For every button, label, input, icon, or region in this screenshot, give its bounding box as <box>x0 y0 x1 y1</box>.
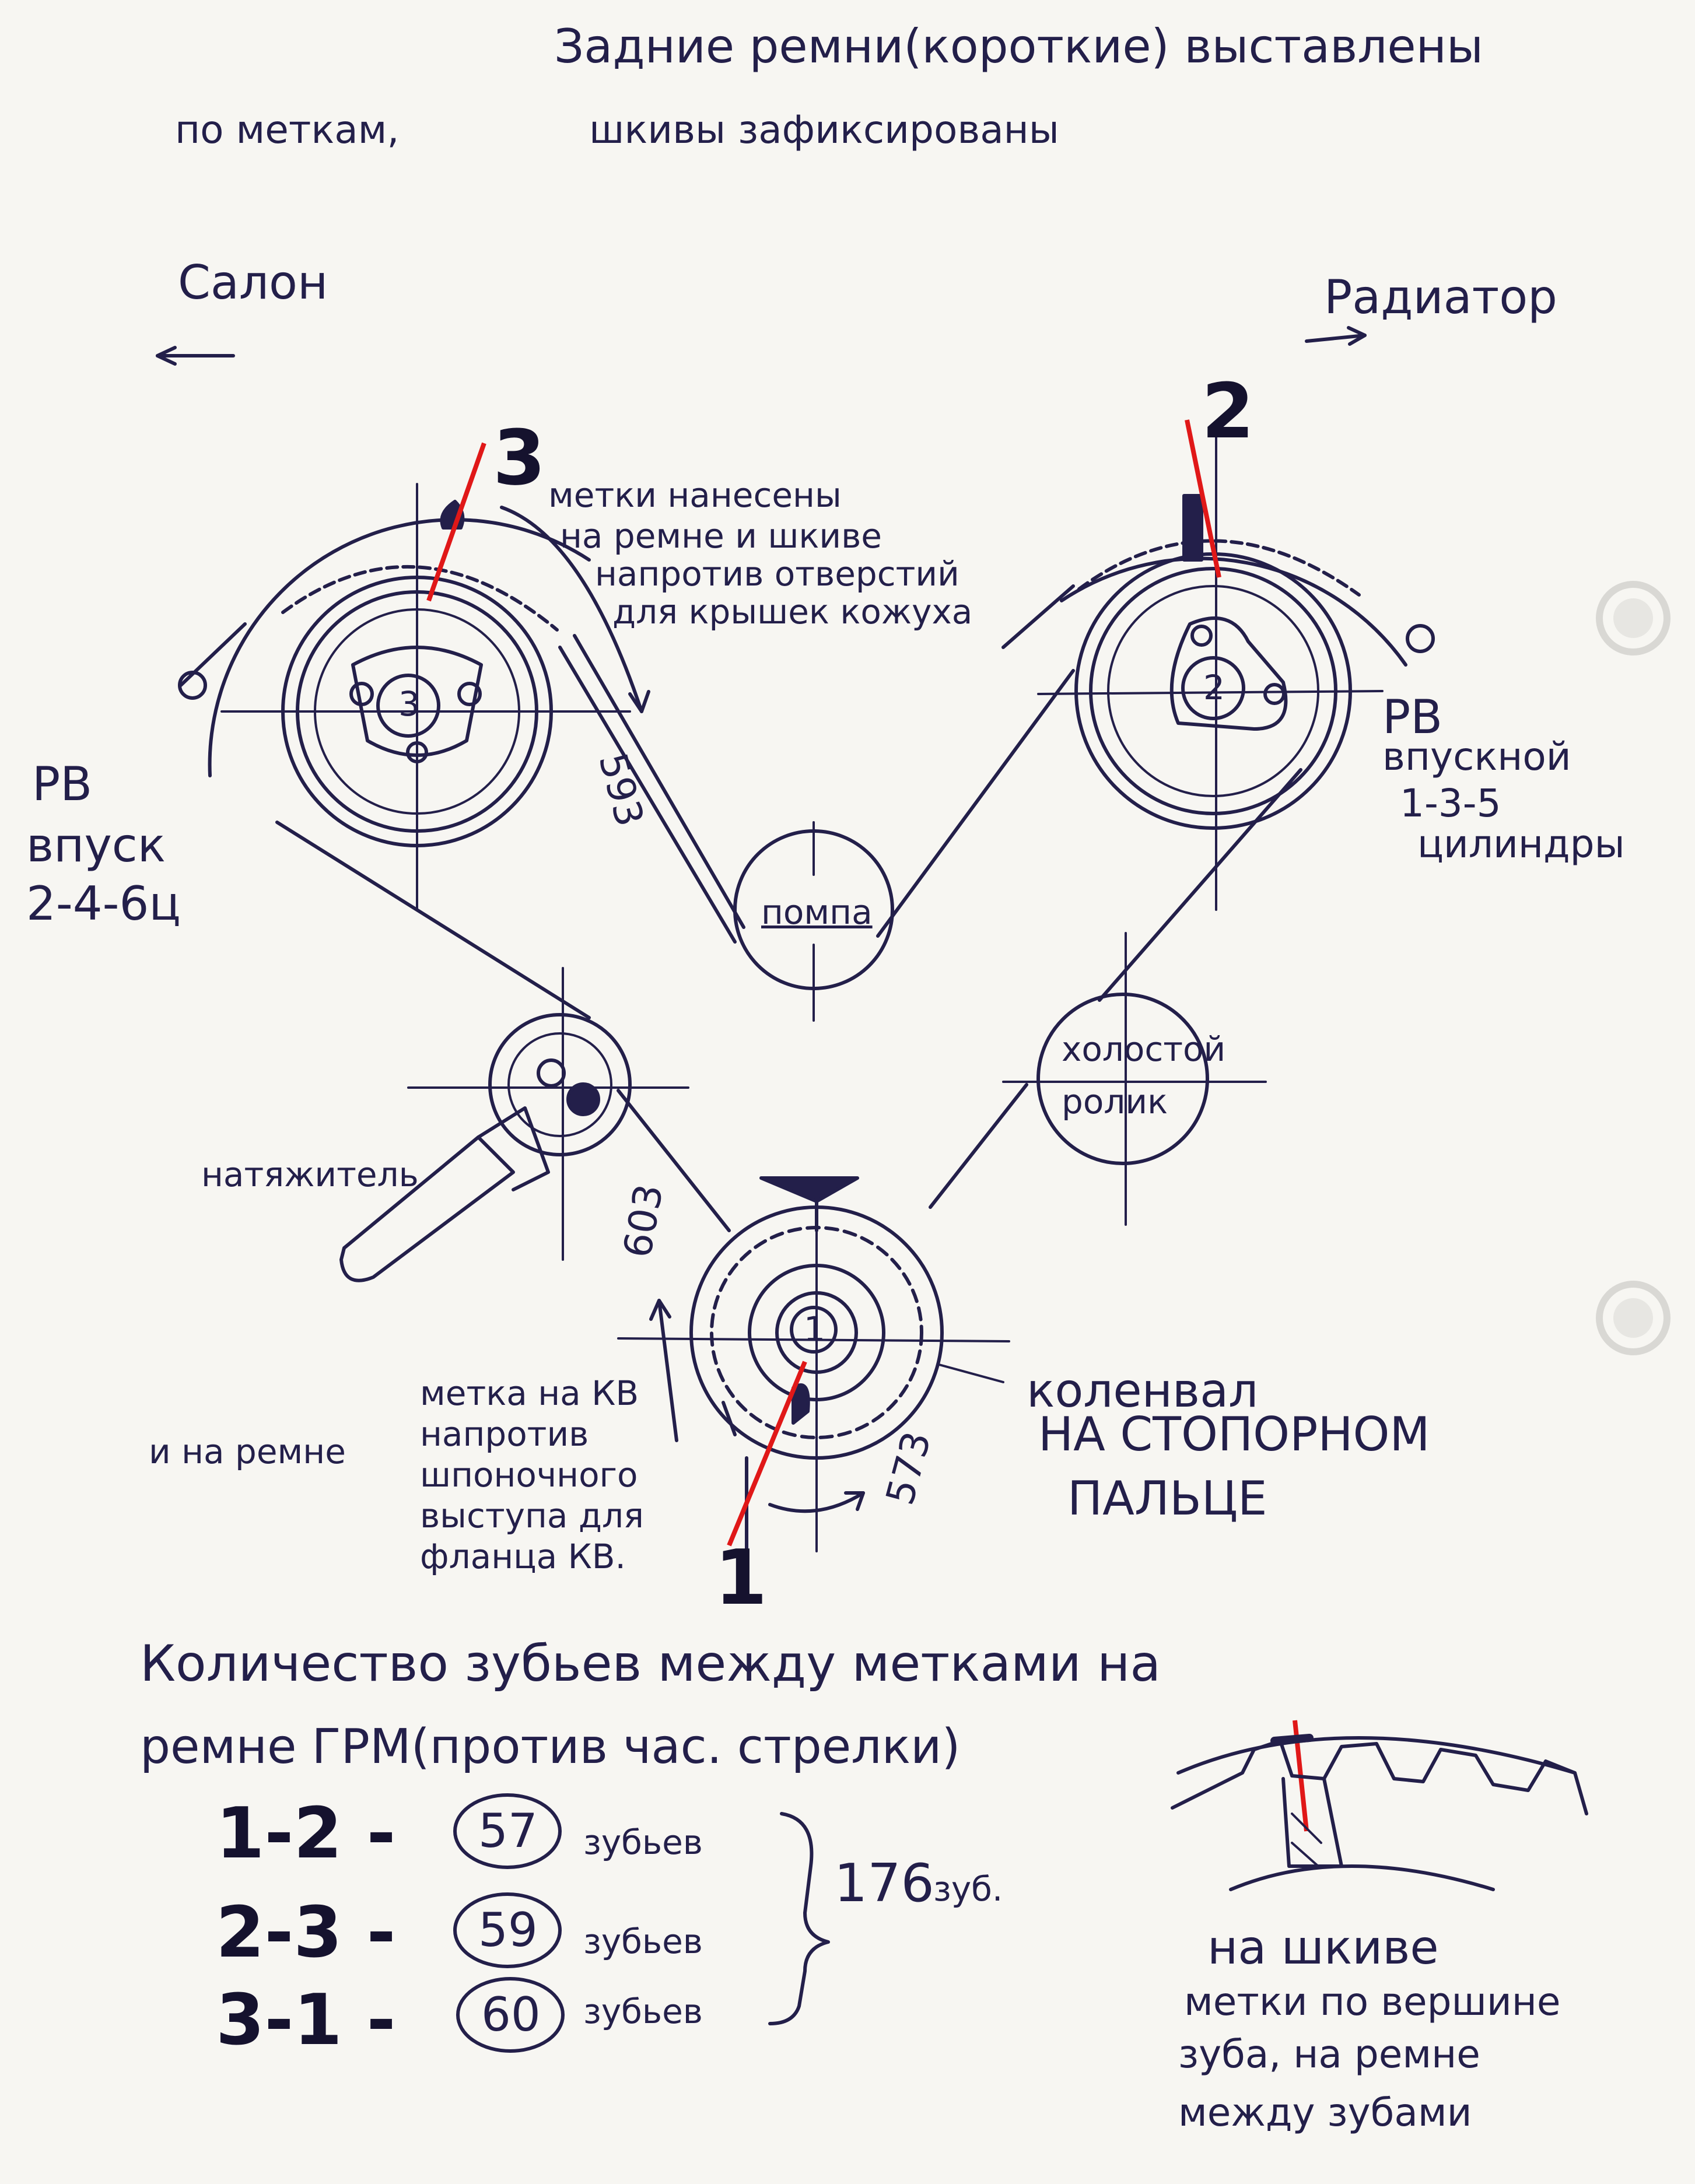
teeth-row-2-unit: зубьев <box>583 1922 703 1961</box>
crank-mark-note-1: метка на КВ <box>420 1373 639 1413</box>
tensioner-label: натяжитель <box>201 1155 419 1194</box>
cam-left-side-label-3: 2-4-6ц <box>26 877 181 931</box>
cam-right-side-label-4: цилиндры <box>1417 822 1625 867</box>
cover-arcs <box>178 518 1435 777</box>
count-circle-60 <box>456 1977 565 2053</box>
teeth-total: 176 <box>834 1853 934 1914</box>
red-mark-1 <box>727 1361 807 1547</box>
cam-left-center-label: 3 <box>398 684 420 724</box>
crank-mark-note-3: шпоночного <box>420 1455 638 1495</box>
pump-pulley <box>733 821 894 1022</box>
crank-pulley <box>617 1176 1010 1553</box>
arrow-573 <box>768 1491 865 1513</box>
red-mark-2 <box>1185 419 1221 578</box>
cam-left-side-label-2: впуск <box>26 818 166 872</box>
count-circle-59 <box>453 1892 562 1968</box>
arrow-593 <box>500 506 643 713</box>
direction-left-label: Салон <box>178 255 328 310</box>
header-line1: Задние ремни(короткие) выставлены <box>554 19 1484 73</box>
teeth-row-1-count: 57 <box>478 1804 538 1858</box>
header-line2-right: шкивы зафиксированы <box>589 107 1059 152</box>
direction-arrows <box>156 326 1367 366</box>
crank-note-1: НА СТОПОРНОМ <box>1038 1407 1430 1461</box>
cam-left-bolt <box>376 674 440 738</box>
teeth-brace <box>453 1793 830 2053</box>
crank-center-label: 1 <box>804 1309 825 1349</box>
mark-number-1: 1 <box>715 1533 768 1622</box>
idler-label-1: холостой <box>1062 1029 1226 1069</box>
cam-right-side-label-1: РВ <box>1382 690 1443 744</box>
binder-holes <box>1596 581 1671 1355</box>
timing-belt <box>275 584 1302 1436</box>
idler-pulley <box>1002 932 1267 1226</box>
cover-lug-right <box>1406 624 1435 653</box>
teeth-row-1-unit: зубьев <box>583 1822 703 1862</box>
tensioner-pulley <box>339 967 689 1282</box>
teeth-row-1-pair: 1-2 - <box>216 1793 396 1874</box>
teeth-heading-2: ремне ГРМ(против час. стрелки) <box>140 1719 961 1775</box>
idler-label-2: ролик <box>1062 1082 1168 1121</box>
teeth-row-3-pair: 3-1 - <box>216 1980 396 2061</box>
belt-marks-note-2: на ремне и шкиве <box>560 516 882 556</box>
detail-note-4: между зубами <box>1178 2090 1472 2135</box>
cam-right-center-label: 2 <box>1203 668 1225 707</box>
cam-left-hub-plate <box>351 646 483 757</box>
crank-key <box>792 1383 810 1425</box>
crank-mark-note-2: напротив <box>420 1414 589 1454</box>
teeth-heading-1: Количество зубьев между метками на <box>140 1635 1161 1693</box>
tooth-detail-sketch <box>1171 1734 1588 1891</box>
detail-note-1: на шкиве <box>1207 1920 1439 1975</box>
crank-mark-note-5: фланца КВ. <box>420 1537 626 1576</box>
cam-right-bolt <box>1181 656 1245 720</box>
direction-right-label: Радиатор <box>1324 270 1557 324</box>
cam-left-teeth <box>281 565 559 632</box>
detail-note-2: метки по вершине <box>1184 1979 1561 2024</box>
detail-note-3: зуба, на ремне <box>1178 2032 1480 2077</box>
belt-marks-note-4: для крышек кожуха <box>612 592 973 632</box>
header-line2-left: по меткам, <box>175 107 400 152</box>
cam-left-side-label-1: РВ <box>32 757 93 811</box>
and-on-belt-note: и на ремне <box>149 1432 346 1471</box>
crank-bolt <box>790 1306 838 1354</box>
teeth-row-2-count: 59 <box>478 1903 538 1957</box>
cam-right-side-label-3: 1-3-5 <box>1400 781 1501 826</box>
cam-right-side-label-2: впускной <box>1382 734 1571 779</box>
arrow-603 <box>657 1299 678 1442</box>
belt-marks-note-1: метки нанесены <box>548 475 842 515</box>
red-alignment-marks <box>426 419 1309 1832</box>
crank-name: коленвал <box>1027 1363 1259 1418</box>
arrow-right <box>1305 334 1367 343</box>
mark-number-3: 3 <box>493 413 546 502</box>
mark-number-2: 2 <box>1202 367 1255 455</box>
cam-right-mark-lug <box>1182 494 1203 562</box>
pump-label: помпа <box>761 892 873 932</box>
cam-right-hub-plate <box>1169 616 1288 731</box>
tensioner-lever <box>339 1135 515 1282</box>
teeth-row-3-unit: зубьев <box>583 1992 703 2031</box>
crank-mark-note-4: выступа для <box>420 1496 644 1536</box>
red-mark-3 <box>426 442 486 602</box>
crank-note-2: ПАЛЬЦЕ <box>1067 1471 1267 1526</box>
count-circle-57 <box>453 1793 562 1869</box>
teeth-row-3-count: 60 <box>481 1987 541 2042</box>
belt-marks-note-3: напротив отверстий <box>595 554 959 594</box>
crank-mark-pin <box>759 1176 859 1203</box>
cover-arc-left <box>208 518 591 777</box>
teeth-total-unit: зуб. <box>933 1869 1003 1909</box>
teeth-row-2-pair: 2-3 - <box>216 1892 396 1973</box>
cover-arc-right <box>1060 556 1407 667</box>
